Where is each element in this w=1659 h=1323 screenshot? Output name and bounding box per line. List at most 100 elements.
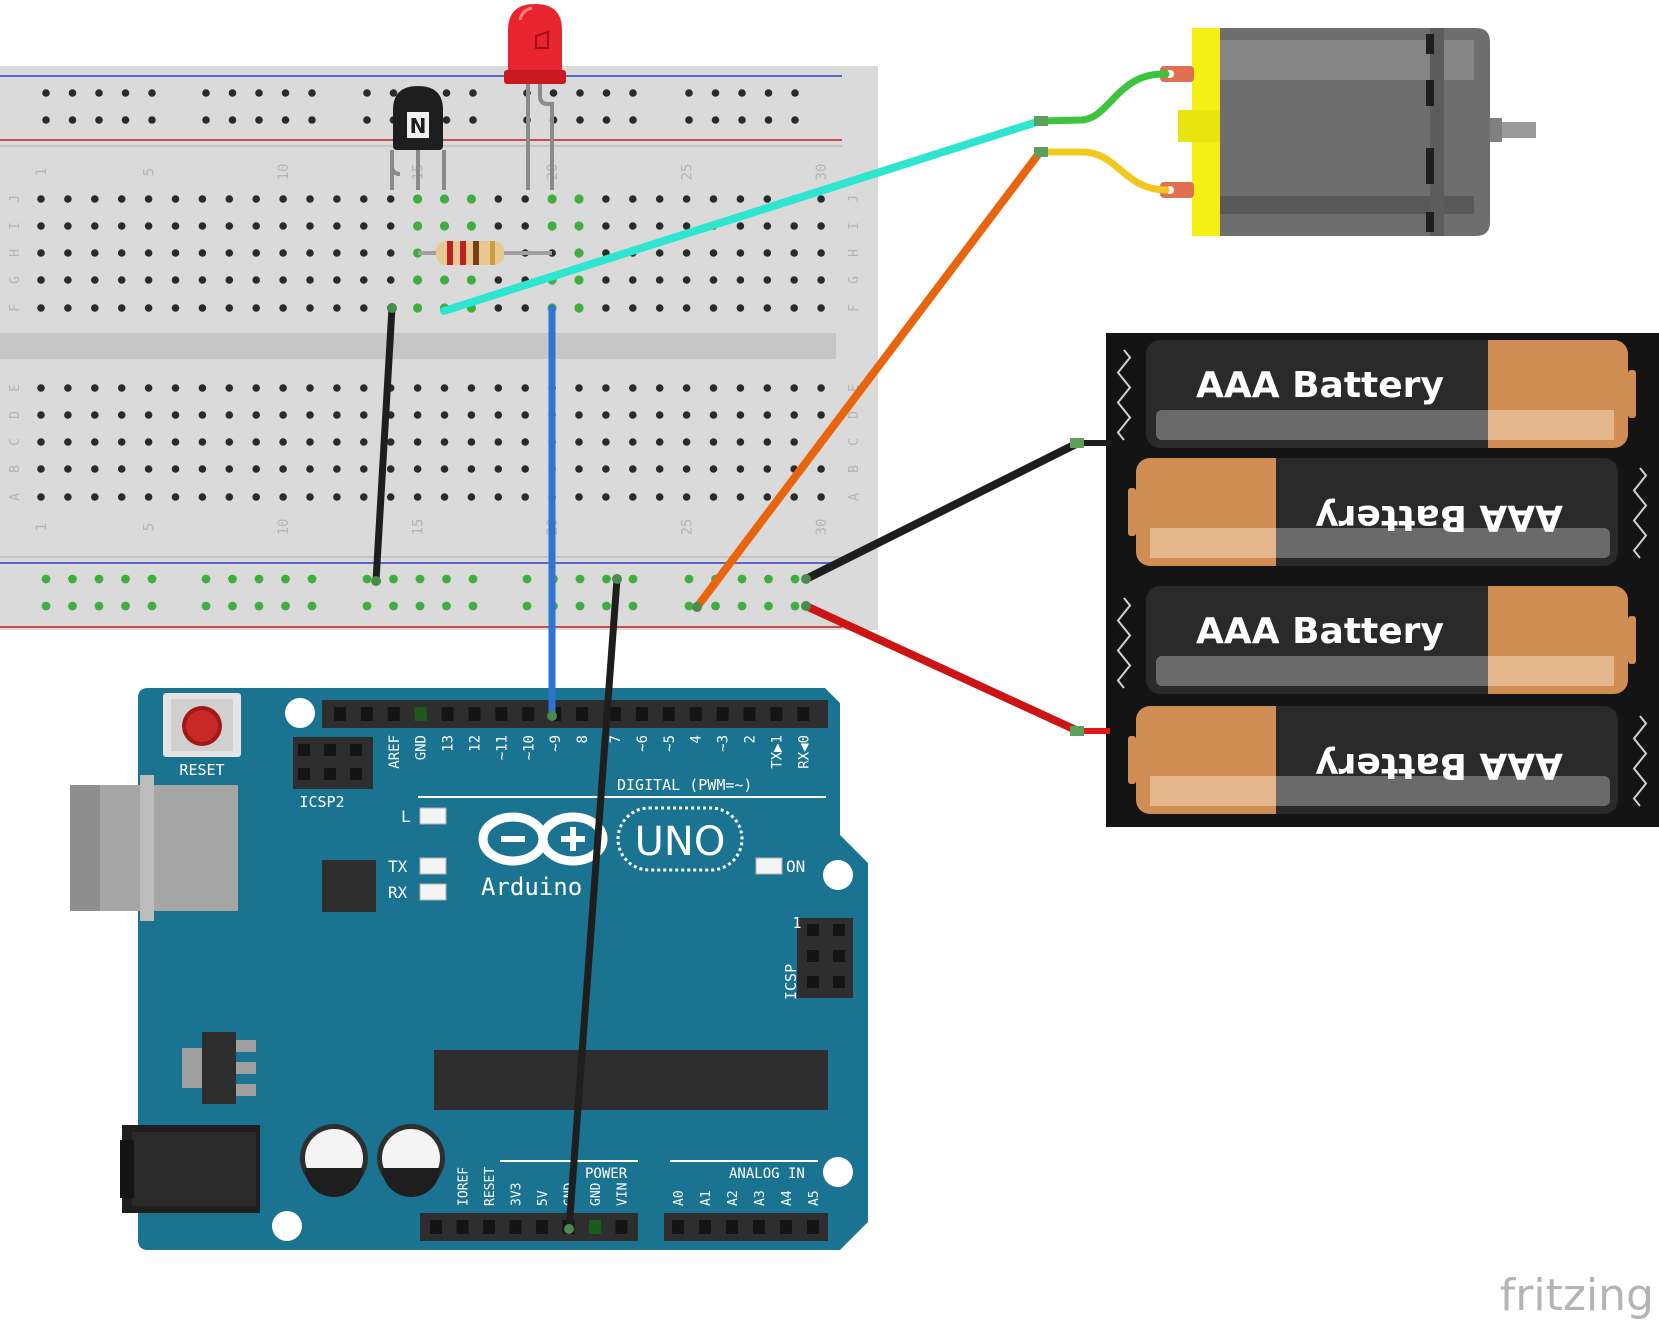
row-letter-right: F	[847, 304, 862, 312]
breadboard-hole	[547, 194, 557, 204]
breadboard-hole	[602, 384, 610, 392]
header-pin	[807, 950, 819, 962]
breadboard-hole	[521, 195, 529, 203]
breadboard-hole	[171, 438, 180, 446]
model-label: UNO	[635, 819, 726, 865]
breadboard-hole	[574, 194, 584, 204]
breadboard-hole	[279, 222, 287, 230]
breadboard-hole	[763, 195, 772, 203]
breadboard-hole	[574, 221, 584, 231]
rail-hole	[254, 601, 264, 611]
breadboard-hole	[252, 304, 260, 312]
breadboard-hole	[171, 249, 180, 257]
battery-spring	[1632, 467, 1648, 559]
breadboard-hole	[709, 438, 718, 446]
rail-hole	[738, 89, 746, 97]
rail-hole	[202, 116, 210, 124]
breadboard-hole	[817, 384, 825, 392]
breadboard-hole	[736, 438, 745, 446]
breadboard-hole	[494, 195, 503, 203]
usb-connector	[70, 775, 238, 921]
wire-cyan-motor	[440, 117, 1044, 315]
rail-hole	[147, 601, 157, 611]
rail-hole	[764, 601, 773, 611]
battery-cell-label: AAA Battery	[1315, 745, 1563, 786]
breadboard-hole	[439, 221, 450, 231]
breadboard-hole	[360, 249, 368, 257]
breadboard-hole	[655, 222, 664, 230]
breadboard-hole	[602, 438, 610, 446]
breadboard-hole	[521, 222, 529, 230]
rail-hole	[415, 574, 425, 584]
breadboard-hole	[655, 384, 664, 392]
rail-hole	[602, 601, 611, 611]
breadboard-hole	[655, 465, 664, 473]
digital-pin-label: 8	[575, 735, 591, 743]
fritzing-watermark: fritzing	[1500, 1270, 1654, 1321]
breadboard-hole	[413, 194, 423, 204]
power-pin-labels: IOREFRESET3V35VGNDGNDVIN	[457, 1167, 631, 1206]
header-pin	[350, 744, 362, 756]
header-pin	[609, 707, 621, 721]
breadboard-hole	[575, 465, 583, 473]
breadboard-hole	[252, 493, 260, 501]
atmega-chip	[434, 1050, 828, 1110]
header-pin	[615, 1220, 628, 1234]
rail-hole	[94, 601, 104, 611]
battery-cell: AAA Battery	[1146, 586, 1636, 694]
breadboard-hole	[144, 438, 153, 446]
breadboard-hole	[171, 276, 180, 284]
digital-pin-label: RX◀0	[796, 735, 812, 769]
breadboard-hole	[413, 438, 422, 446]
breadboard-hole	[360, 276, 368, 284]
breadboard-hole	[763, 465, 772, 473]
breadboard-hole	[413, 411, 422, 419]
header-pin	[807, 1220, 819, 1234]
rail-hole	[389, 574, 398, 584]
breadboard-hole	[91, 276, 99, 284]
breadboard-hole	[817, 411, 825, 419]
rail-hole	[363, 89, 371, 97]
rail-hole	[576, 116, 584, 124]
breadboard-hole	[91, 465, 99, 473]
breadboard-hole	[144, 195, 153, 203]
rail-hole	[737, 601, 747, 611]
breadboard-hole	[198, 249, 207, 257]
rail-hole	[148, 116, 156, 124]
breadboard-hole	[682, 465, 691, 473]
breadboard-hole	[467, 411, 476, 419]
rail-hole	[121, 574, 130, 584]
rail-hole	[737, 574, 747, 584]
header-pin	[770, 707, 783, 721]
mounting-hole	[823, 1157, 853, 1187]
led-on-label: ON	[786, 857, 805, 876]
header-pin	[689, 707, 702, 721]
breadboard-hole	[64, 493, 72, 501]
header-pin	[753, 1220, 765, 1234]
row-letter-right: J	[847, 195, 862, 203]
header-pin	[699, 1220, 711, 1234]
rail-hole	[307, 574, 317, 584]
breadboard-hole	[439, 194, 450, 204]
rail-hole	[254, 574, 264, 584]
battery-cell-label: AAA Battery	[1315, 497, 1563, 538]
rail-hole	[442, 89, 451, 97]
digital-pin-label: AREF	[387, 735, 403, 769]
breadboard-hole	[494, 384, 503, 392]
breadboard-hole	[709, 195, 718, 203]
breadboard-hole	[117, 493, 126, 501]
rail-hole	[602, 116, 611, 124]
rail-hole	[389, 89, 398, 97]
breadboard-hole	[790, 411, 798, 419]
rail-hole	[281, 89, 290, 97]
header-pin	[576, 707, 589, 721]
breadboard-hole	[466, 275, 476, 285]
red-led	[504, 4, 566, 190]
breadboard-hole	[817, 493, 825, 501]
breadboard-hole	[117, 304, 126, 312]
row-letter-right: C	[847, 438, 862, 446]
rail-hole	[228, 601, 237, 611]
row-letter-right: H	[847, 249, 862, 257]
